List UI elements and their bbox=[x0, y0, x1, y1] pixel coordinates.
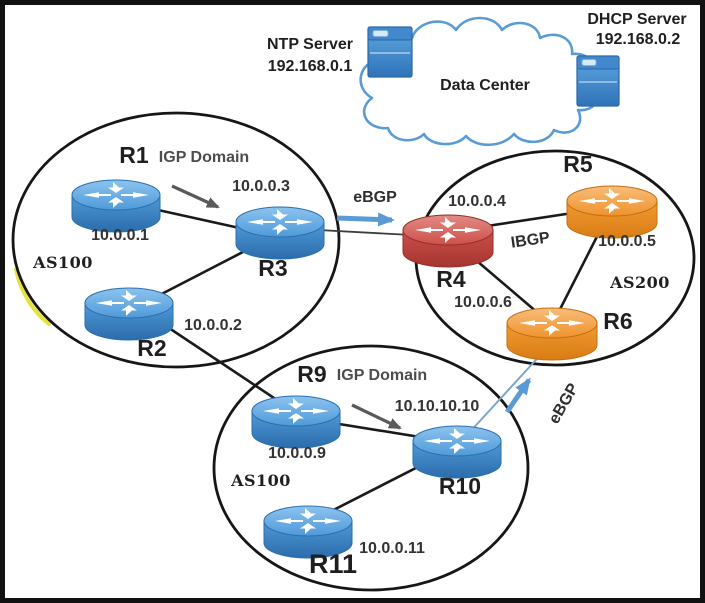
router-arrows-icon bbox=[415, 217, 481, 243]
router-r6 bbox=[506, 307, 598, 361]
router-arrows-icon bbox=[519, 310, 585, 336]
r2-ip: 10.0.0.2 bbox=[184, 317, 242, 334]
router-arrows-icon bbox=[263, 398, 329, 424]
r3-name: R3 bbox=[258, 255, 287, 281]
dhcp-server-ip: 192.168.0.2 bbox=[596, 31, 681, 48]
as100-bottom-ellipse bbox=[212, 344, 530, 592]
r2-name: R2 bbox=[137, 335, 166, 361]
router-r4 bbox=[402, 214, 494, 268]
as200-label: AS200 bbox=[609, 273, 670, 292]
r11-name: R11 bbox=[309, 549, 357, 579]
r1-ip: 10.0.0.1 bbox=[91, 227, 149, 244]
r11-ip: 10.0.0.11 bbox=[359, 540, 425, 557]
yellow-highlight-arc bbox=[14, 268, 51, 326]
r1-name: R1 bbox=[119, 142, 149, 168]
r6-name: R6 bbox=[603, 308, 632, 334]
router-r10 bbox=[412, 425, 502, 479]
r4-name: R4 bbox=[436, 266, 466, 292]
link-r10-r6 bbox=[467, 349, 546, 435]
link-r2-r9 bbox=[147, 312, 293, 412]
as100-top-ellipse bbox=[11, 111, 341, 369]
router-r11 bbox=[263, 505, 353, 559]
router-arrows-icon bbox=[247, 209, 313, 235]
r10-ip: 10.10.10.10 bbox=[395, 398, 480, 415]
ntp-server-icon bbox=[367, 26, 413, 78]
dhcp-server-icon bbox=[576, 55, 620, 107]
igp-domain-bottom-label: IGP Domain bbox=[337, 367, 427, 384]
dhcp-server-label: DHCP Server bbox=[587, 11, 686, 28]
router-r9 bbox=[251, 395, 341, 449]
ntp-server-label: NTP Server bbox=[267, 36, 353, 53]
igp-arrow-r1-r3 bbox=[171, 184, 220, 209]
router-arrows-icon bbox=[424, 428, 490, 454]
router-arrows-icon bbox=[83, 182, 149, 208]
r9-ip: 10.0.0.9 bbox=[268, 445, 326, 462]
router-r5 bbox=[566, 185, 658, 239]
igp-arrow-r9-r10 bbox=[351, 403, 402, 430]
router-arrows-icon bbox=[579, 188, 645, 214]
r9-name: R9 bbox=[297, 361, 326, 387]
data-center-label: Data Center bbox=[440, 77, 530, 94]
router-arrows-icon bbox=[96, 290, 162, 316]
ebgp-top-label: eBGP bbox=[353, 189, 397, 206]
r4-ip: 10.0.0.4 bbox=[448, 193, 506, 210]
ebgp-arrow-r10-r6 bbox=[504, 377, 532, 414]
r6-ip: 10.0.0.6 bbox=[454, 294, 512, 311]
r3-ip: 10.0.0.3 bbox=[232, 178, 290, 195]
router-r3 bbox=[235, 206, 325, 260]
r10-name: R10 bbox=[439, 473, 481, 499]
ibgp-label: IBGP bbox=[510, 229, 551, 251]
ebgp-arrow-r3-r4 bbox=[336, 212, 395, 227]
igp-domain-top-label: IGP Domain bbox=[159, 149, 249, 166]
router-arrows-icon bbox=[275, 508, 341, 534]
router-r1 bbox=[71, 179, 161, 233]
as100-top-label: AS100 bbox=[32, 253, 93, 272]
router-r2 bbox=[84, 287, 174, 341]
r5-ip: 10.0.0.5 bbox=[598, 233, 656, 250]
r5-name: R5 bbox=[563, 151, 593, 177]
ntp-server-ip: 192.168.0.1 bbox=[268, 58, 353, 75]
as100-bottom-label: AS100 bbox=[230, 471, 291, 490]
